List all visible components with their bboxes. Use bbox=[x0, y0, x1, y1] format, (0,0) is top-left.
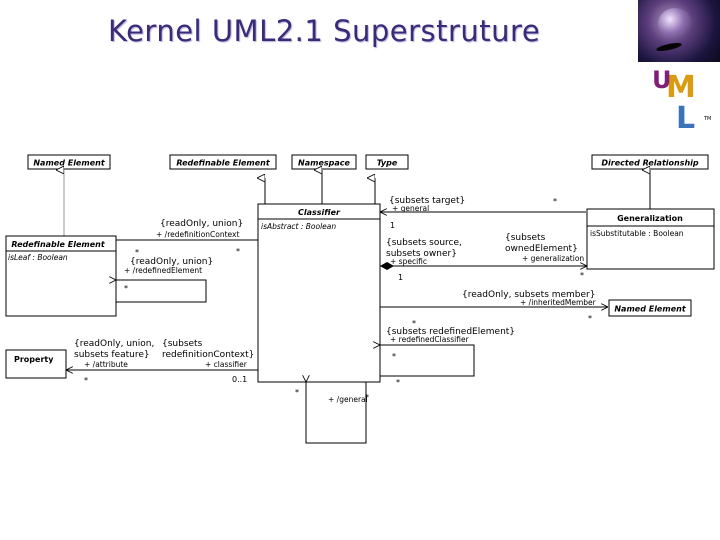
assoc-redefined-element bbox=[116, 280, 207, 303]
label: {subsets redefinedElement} bbox=[386, 327, 515, 337]
logo-letter-l: L bbox=[676, 101, 695, 136]
class-namespace: Namespace bbox=[291, 154, 357, 170]
label: {readOnly, subsets member} bbox=[462, 290, 596, 300]
label: + /redefinitionContext bbox=[156, 230, 239, 239]
label: * bbox=[124, 284, 128, 293]
label: subsets feature} bbox=[74, 350, 150, 360]
label: {subsets bbox=[162, 339, 203, 349]
glowing-orb-shape bbox=[658, 8, 692, 40]
label: {subsets target} bbox=[389, 196, 465, 206]
label: {readOnly, union} bbox=[160, 219, 243, 229]
label: + /inheritedMember bbox=[520, 298, 597, 307]
class-name: Named Element bbox=[33, 159, 105, 168]
label: + /general bbox=[328, 395, 368, 404]
class-generalization: Generalization isSubstitutable : Boolean bbox=[586, 208, 715, 270]
label: * bbox=[135, 248, 139, 257]
class-name: Directed Relationship bbox=[601, 159, 699, 168]
label: subsets owner} bbox=[386, 249, 457, 259]
label: 1 bbox=[390, 221, 395, 230]
corner-decorative-image bbox=[638, 0, 720, 62]
class-directed-relationship: Directed Relationship bbox=[591, 154, 709, 170]
label: * bbox=[365, 393, 369, 402]
class-name: Property bbox=[14, 355, 54, 364]
label: ownedElement} bbox=[505, 244, 578, 254]
label: + generalization bbox=[522, 254, 584, 263]
class-name: Generalization bbox=[617, 214, 683, 223]
class-type: Type bbox=[365, 154, 409, 170]
class-name: Namespace bbox=[298, 159, 350, 168]
label: + /redefinedElement bbox=[124, 266, 202, 275]
label: * bbox=[84, 376, 88, 385]
label: {readOnly, union, bbox=[74, 339, 154, 349]
label: + redefinedClassifier bbox=[390, 335, 470, 344]
class-named-element-top: Named Element bbox=[27, 154, 111, 170]
label: * bbox=[396, 378, 400, 387]
class-name: Redefinable Element bbox=[176, 159, 271, 168]
class-property: Property bbox=[5, 349, 67, 379]
class-classifier: Classifier isAbstract : Boolean bbox=[257, 203, 381, 383]
logo-letter-u: U bbox=[652, 66, 672, 94]
label: + specific bbox=[390, 257, 427, 266]
association-labels: {subsets target} + general 1 * {readOnly… bbox=[74, 196, 597, 404]
label: * bbox=[236, 247, 240, 256]
class-redefinable-element-left: Redefinable Element isLeaf : Boolean bbox=[5, 235, 117, 317]
class-name: Classifier bbox=[298, 208, 341, 217]
uml-logo: M U L TM bbox=[652, 66, 711, 136]
label: + classifier bbox=[205, 360, 248, 369]
class-name: Redefinable Element bbox=[11, 240, 106, 249]
class-attribute: isSubstitutable : Boolean bbox=[590, 229, 684, 238]
class-redefinable-element-top: Redefinable Element bbox=[169, 154, 277, 170]
composition-diamond bbox=[380, 262, 394, 270]
label: * bbox=[553, 197, 557, 206]
class-name: Named Element bbox=[614, 305, 686, 314]
label: * bbox=[412, 319, 416, 328]
class-name: Type bbox=[377, 159, 398, 168]
label: * bbox=[580, 271, 584, 280]
label: + general bbox=[392, 204, 429, 213]
label: {subsets source, bbox=[386, 238, 462, 248]
label: {readOnly, union} bbox=[130, 257, 213, 267]
assoc-redefined-classifier bbox=[380, 345, 475, 377]
class-attribute: isLeaf : Boolean bbox=[8, 253, 68, 262]
logo-trademark: TM bbox=[703, 116, 711, 122]
class-named-element-right: Named Element bbox=[608, 299, 692, 317]
assoc-general-derived bbox=[306, 382, 367, 444]
class-attribute: isAbstract : Boolean bbox=[261, 222, 336, 231]
label: + /attribute bbox=[84, 360, 128, 369]
label: 0..1 bbox=[232, 375, 247, 384]
slide-title: Kernel UML2.1 Superstruture bbox=[108, 14, 541, 48]
logo-letter-m: M bbox=[666, 70, 696, 105]
label: * bbox=[588, 314, 592, 323]
label: redefinitionContext} bbox=[162, 350, 254, 360]
label: * bbox=[392, 352, 396, 361]
label: {subsets bbox=[505, 233, 546, 243]
label: 1 bbox=[398, 273, 403, 282]
label: * bbox=[295, 388, 299, 397]
